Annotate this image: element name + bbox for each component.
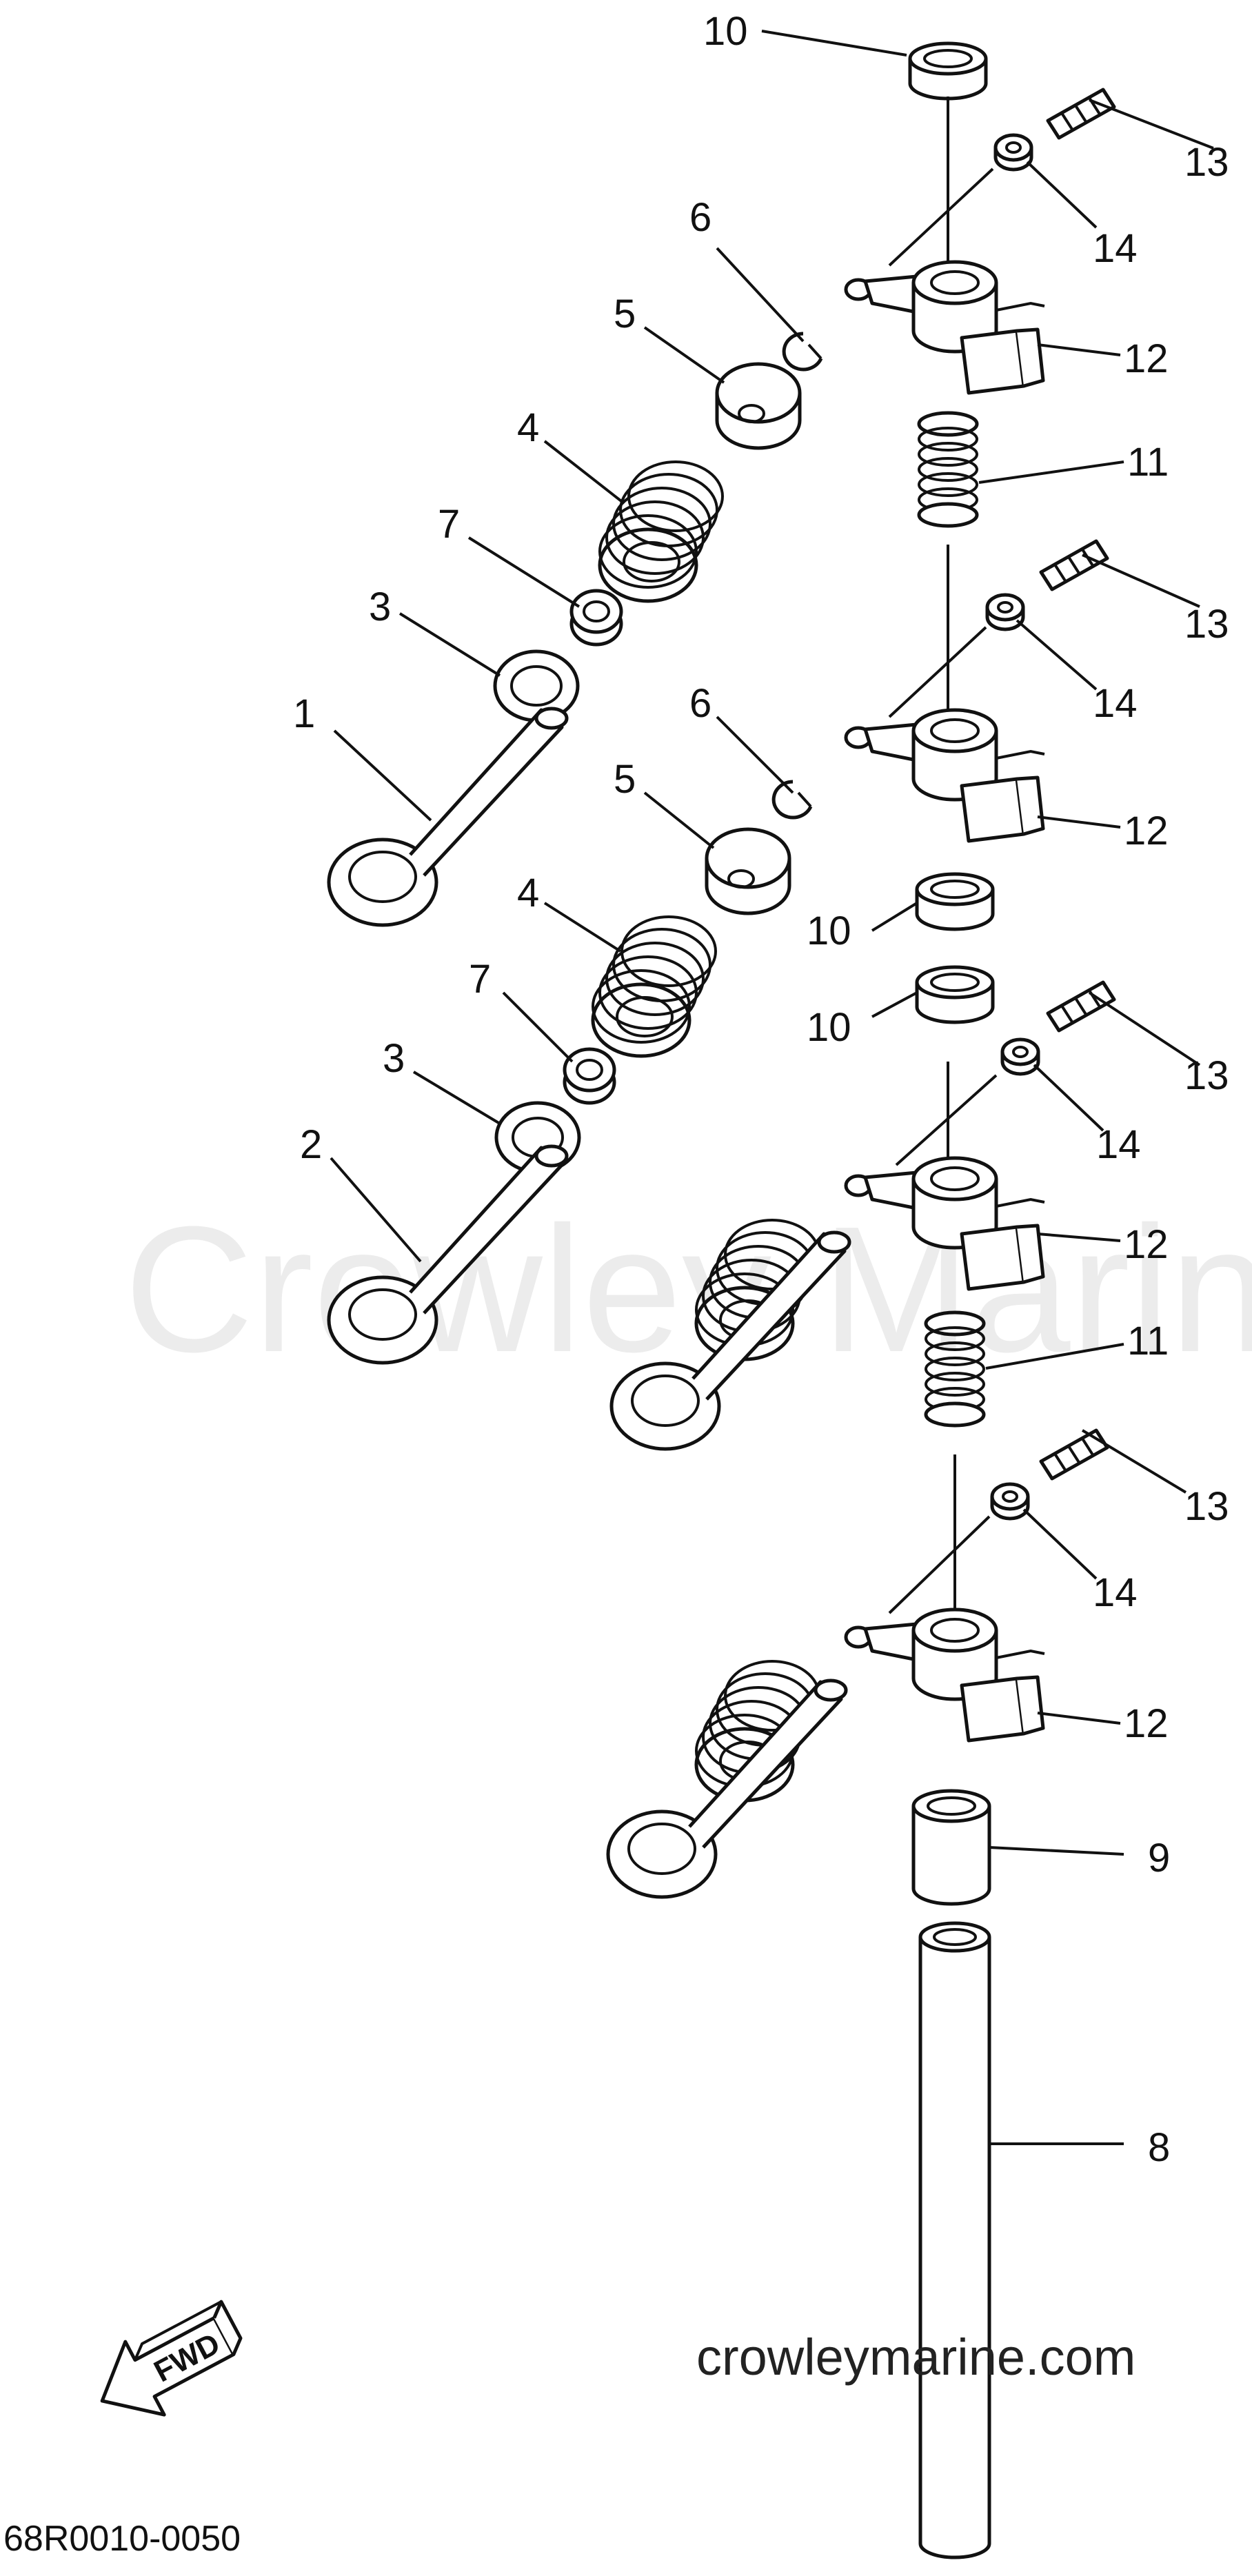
part-3-spring-seat <box>495 651 578 720</box>
callout-11: 11 <box>1127 440 1169 485</box>
part-10-collar <box>910 43 986 99</box>
callout-7: 7 <box>469 957 491 1002</box>
part-9-bushing <box>911 1789 991 1906</box>
diagram-code: 68R0010-0050 <box>3 2519 241 2559</box>
part-8-rocker-shaft <box>918 1921 991 2559</box>
callout-6: 6 <box>689 681 711 726</box>
callout-14: 14 <box>1093 681 1138 726</box>
callout-labels: 10 13 14 6 12 5 11 4 13 7 3 14 1 6 12 5 … <box>293 9 1229 2170</box>
callout-9: 9 <box>1148 1836 1170 1880</box>
part-11-rocker-spring <box>919 413 977 526</box>
part-13-adjusting-screw <box>1041 1430 1107 1479</box>
part-14-nut <box>992 1484 1028 1519</box>
callout-14: 14 <box>1093 1570 1138 1615</box>
leader-lines <box>330 30 1214 2145</box>
callout-10: 10 <box>703 9 748 54</box>
fwd-arrow: FWD <box>100 2300 243 2417</box>
part-12-rocker-arm <box>846 1610 1044 1741</box>
callout-3: 3 <box>383 1036 405 1081</box>
callout-5: 5 <box>614 757 636 802</box>
callout-5: 5 <box>614 292 636 336</box>
part-5-spring-retainer <box>717 364 800 448</box>
part-7-valve-seal <box>565 1049 614 1103</box>
callout-8: 8 <box>1148 2125 1170 2170</box>
callout-12: 12 <box>1124 809 1169 853</box>
callout-12: 12 <box>1124 336 1169 381</box>
part-14-nut <box>987 595 1023 629</box>
callout-13: 13 <box>1184 1053 1229 1098</box>
callout-3: 3 <box>369 585 391 629</box>
watermark-text: Crowley Marine <box>124 1190 1252 1390</box>
part-12-rocker-arm <box>846 710 1044 841</box>
part-4-valve-spring <box>593 917 716 1056</box>
part-13-adjusting-screw <box>1048 982 1114 1031</box>
part-13-adjusting-screw <box>1048 90 1114 138</box>
callout-13: 13 <box>1184 140 1229 185</box>
part-7-valve-seal <box>572 591 621 645</box>
website-watermark: crowleymarine.com <box>696 2329 1135 2386</box>
callout-14: 14 <box>1093 226 1138 271</box>
callout-11: 11 <box>1127 1319 1169 1363</box>
part-6-valve-cotter <box>774 782 811 818</box>
callout-1: 1 <box>293 691 315 736</box>
part-14-nut <box>996 135 1031 170</box>
part-4-valve-spring <box>600 462 723 601</box>
callout-10: 10 <box>807 909 851 953</box>
assembled-valve <box>608 1681 846 1897</box>
callout-14: 14 <box>1096 1122 1141 1167</box>
part-5-spring-retainer <box>707 829 789 913</box>
callout-6: 6 <box>689 195 711 240</box>
callout-4: 4 <box>517 405 539 450</box>
callout-12: 12 <box>1124 1701 1169 1746</box>
callout-12: 12 <box>1124 1222 1169 1267</box>
part-10-collar <box>917 967 993 1022</box>
callout-10: 10 <box>807 1005 851 1050</box>
part-12-rocker-arm <box>846 262 1044 393</box>
callout-13: 13 <box>1184 1484 1229 1529</box>
callout-2: 2 <box>300 1122 322 1167</box>
callout-4: 4 <box>517 871 539 915</box>
part-13-adjusting-screw <box>1041 541 1107 589</box>
part-14-nut <box>1002 1039 1038 1074</box>
part-10-collar <box>917 874 993 929</box>
callout-7: 7 <box>438 502 460 547</box>
callout-13: 13 <box>1184 602 1229 647</box>
